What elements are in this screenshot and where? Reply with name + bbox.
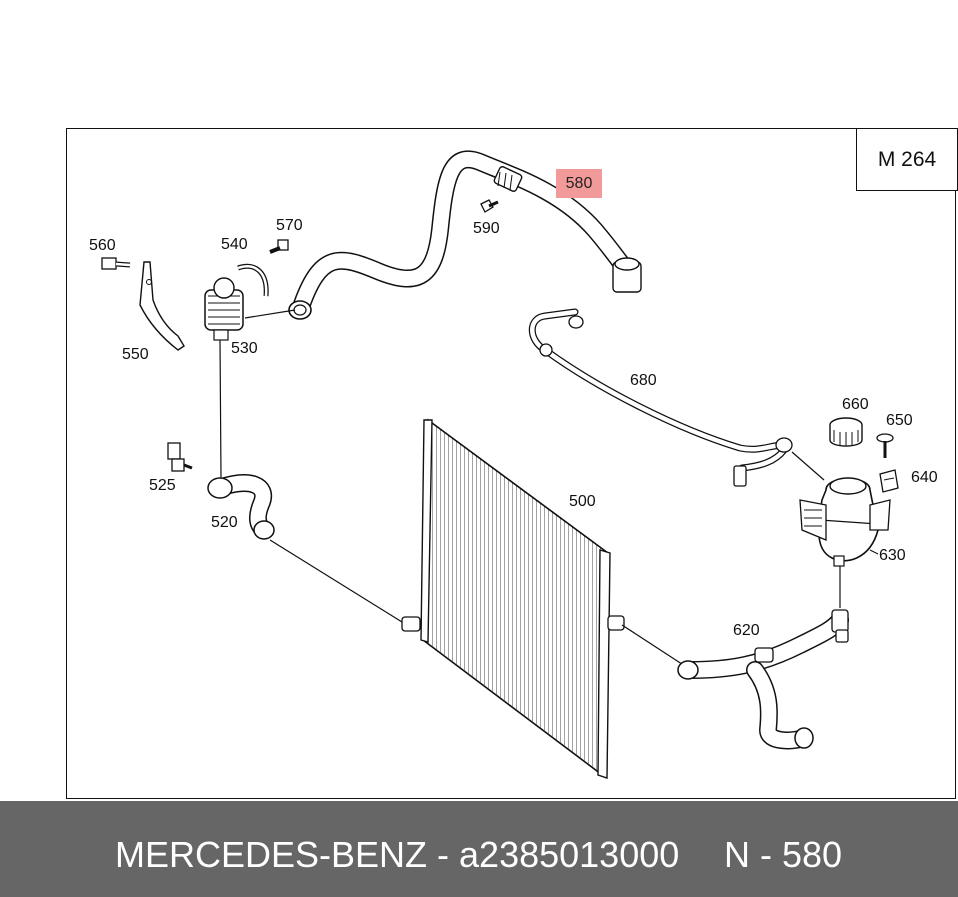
callout-640: 640 bbox=[911, 469, 938, 486]
callout-620: 620 bbox=[733, 622, 760, 639]
bolt-570 bbox=[269, 239, 289, 254]
clip-640 bbox=[879, 469, 899, 493]
callout-680: 680 bbox=[630, 372, 657, 389]
cap-660 bbox=[829, 417, 863, 447]
callout-525: 525 bbox=[149, 477, 176, 494]
callout-520: 520 bbox=[211, 514, 238, 531]
callout-540: 540 bbox=[221, 236, 248, 253]
callout-500: 500 bbox=[569, 493, 596, 510]
callout-580-highlighted: 580 bbox=[556, 169, 602, 198]
clamp-540 bbox=[237, 263, 269, 297]
sensor-525 bbox=[167, 442, 193, 472]
callout-590: 590 bbox=[473, 220, 500, 237]
expansion-tank-630 bbox=[799, 477, 891, 567]
callout-630: 630 bbox=[879, 547, 906, 564]
footer-bar: MERCEDES-BENZ - a2385013000 N - 580 bbox=[0, 801, 958, 897]
hose-580 bbox=[288, 150, 642, 320]
callout-570: 570 bbox=[276, 217, 303, 234]
screw-650 bbox=[876, 433, 894, 458]
bolt-560 bbox=[101, 257, 131, 270]
model-label: M 264 bbox=[856, 128, 958, 191]
hose-620 bbox=[677, 565, 849, 750]
vent-line-680 bbox=[528, 308, 825, 487]
callout-530: 530 bbox=[231, 340, 258, 357]
pump-530 bbox=[204, 277, 296, 479]
callout-550: 550 bbox=[122, 346, 149, 363]
hose-520 bbox=[207, 474, 403, 623]
footer-brand-part: MERCEDES-BENZ - a2385013000 bbox=[115, 834, 680, 875]
bracket-550 bbox=[139, 261, 185, 351]
footer-reference: N - 580 bbox=[724, 834, 843, 875]
callout-560: 560 bbox=[89, 237, 116, 254]
screw-590 bbox=[480, 199, 499, 213]
callout-660: 660 bbox=[842, 396, 869, 413]
callout-650: 650 bbox=[886, 412, 913, 429]
radiator-500 bbox=[401, 418, 689, 779]
